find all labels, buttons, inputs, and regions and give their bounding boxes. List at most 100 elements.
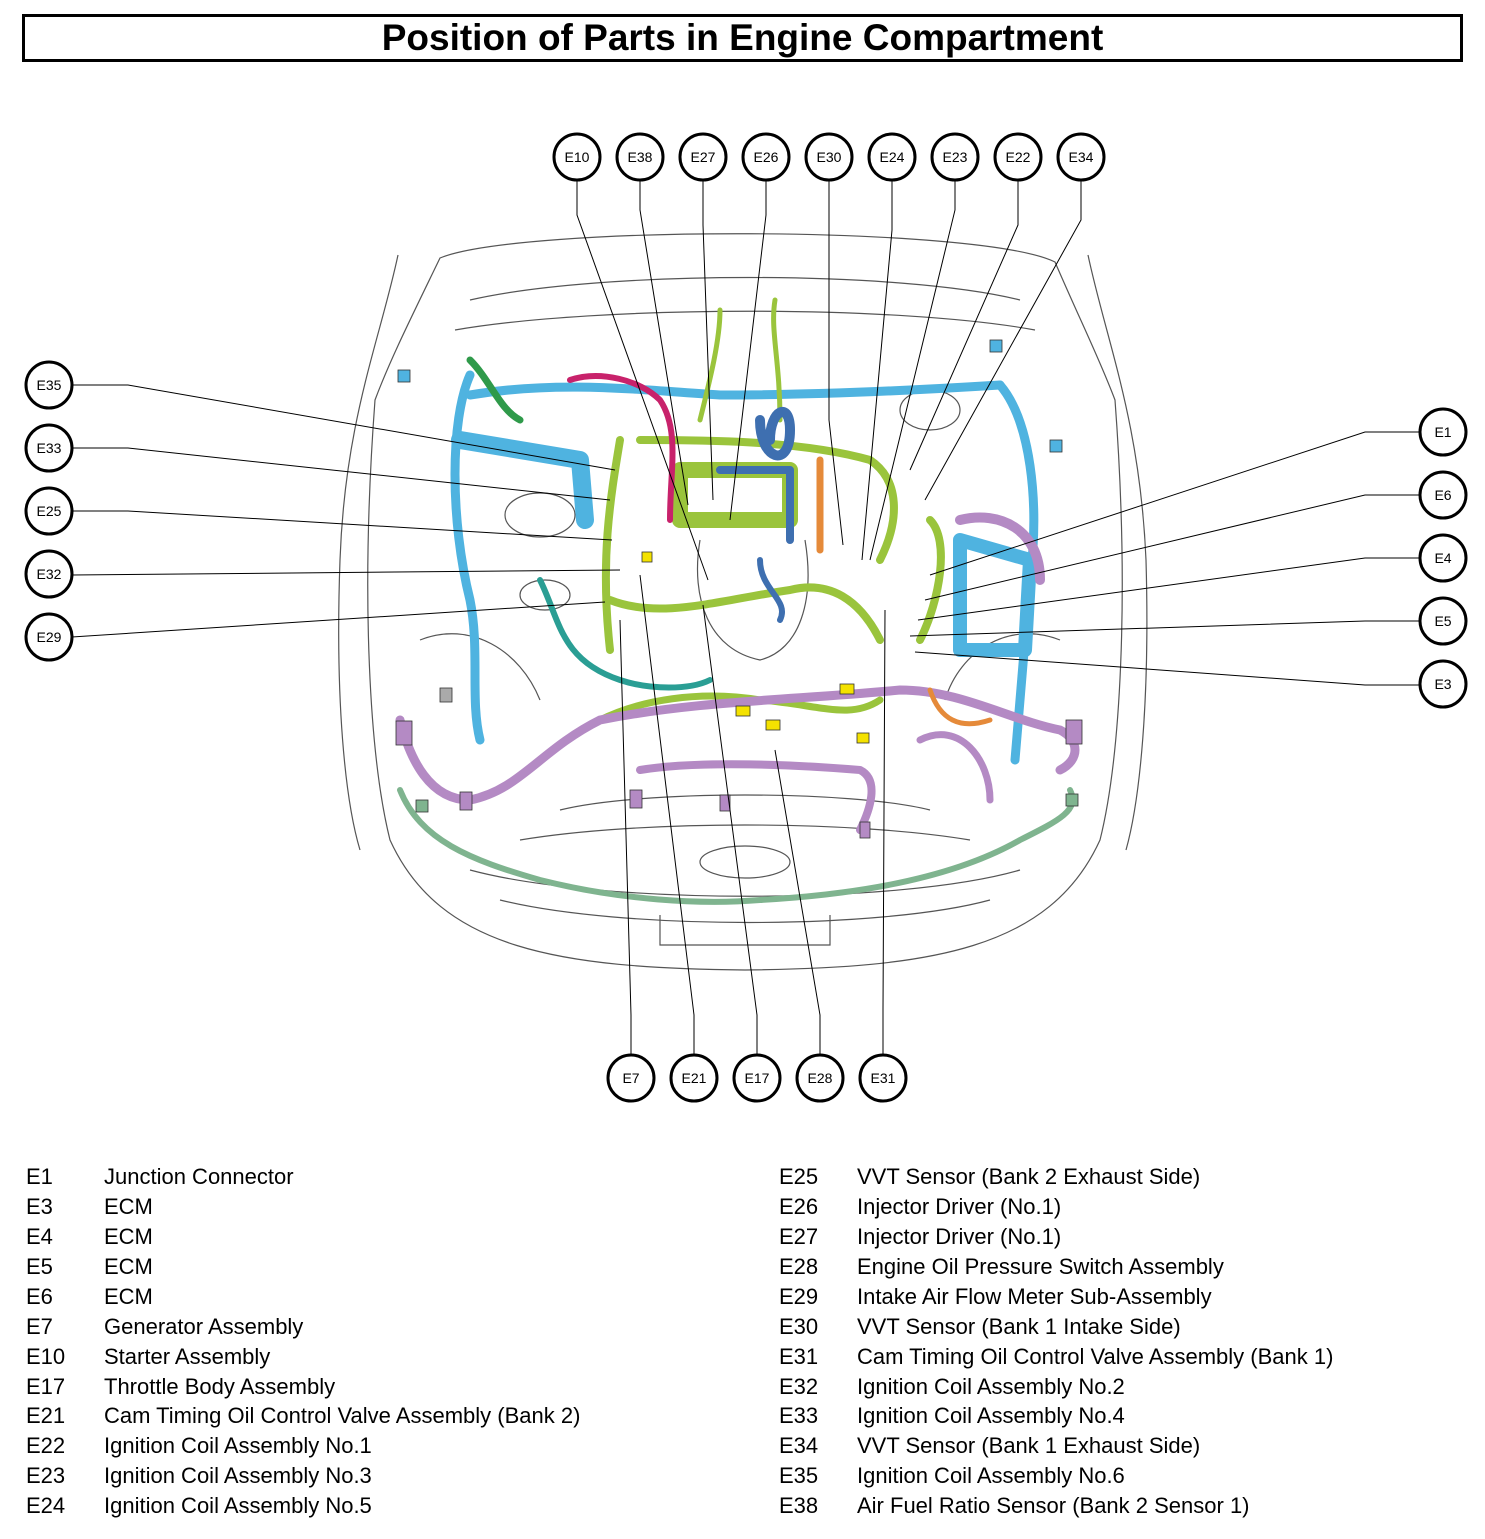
legend-code: E34	[779, 1433, 819, 1459]
callout-label: E29	[37, 629, 62, 645]
callout-label: E33	[37, 440, 62, 456]
legend-row: E28 Engine Oil Pressure Switch Assembly	[779, 1252, 1333, 1282]
legend-code: E1	[26, 1163, 53, 1189]
legend-part-name: Ignition Coil Assembly No.5	[104, 1493, 372, 1519]
legend-part-name: Injector Driver (No.1)	[857, 1193, 1062, 1219]
callout-circle	[1418, 596, 1468, 646]
legend-code: E33	[779, 1403, 819, 1429]
legend-part-name: Cam Timing Oil Control Valve Assembly (B…	[857, 1343, 1334, 1369]
legend-code: E21	[26, 1403, 66, 1429]
page-title: Position of Parts in Engine Compartment	[381, 17, 1104, 58]
callout-circle	[606, 1053, 656, 1103]
callout-e38: E38	[615, 132, 665, 182]
legend-part-name: VVT Sensor (Bank 1 Intake Side)	[857, 1313, 1181, 1339]
callout-e31: E31	[858, 1053, 908, 1103]
callout-circle	[24, 612, 74, 662]
legend-part-name: Starter Assembly	[104, 1343, 271, 1369]
callout-circle	[669, 1053, 719, 1103]
callout-label: E28	[808, 1070, 833, 1086]
legend-part-name: Engine Oil Pressure Switch Assembly	[857, 1253, 1224, 1279]
callout-label: E30	[817, 149, 842, 165]
legend-code: E38	[779, 1493, 819, 1519]
callout-circle	[741, 132, 791, 182]
callout-e25: E25	[24, 486, 74, 536]
callout-e30: E30	[804, 132, 854, 182]
leader-lines	[71, 180, 1420, 1055]
callout-e4: E4	[1418, 533, 1468, 583]
legend-part-name: ECM	[104, 1253, 153, 1279]
legend-code: E32	[779, 1373, 819, 1399]
legend-part-name: Air Fuel Ratio Sensor (Bank 2 Sensor 1)	[857, 1493, 1250, 1519]
legend-row: E5 ECM	[26, 1252, 580, 1282]
callout-label: E7	[622, 1070, 639, 1086]
callout-e22: E22	[993, 132, 1043, 182]
callout-circle	[795, 1053, 845, 1103]
callout-label: E31	[871, 1070, 896, 1086]
callout-circle	[1418, 470, 1468, 520]
callout-circle	[930, 132, 980, 182]
callout-e10: E10	[552, 132, 602, 182]
legend-part-name: Intake Air Flow Meter Sub-Assembly	[857, 1283, 1212, 1309]
legend-code: E23	[26, 1463, 66, 1489]
legend-code: E5	[26, 1253, 53, 1279]
callout-label: E22	[1006, 149, 1031, 165]
callout-label: E34	[1069, 149, 1094, 165]
callout-label: E32	[37, 566, 62, 582]
callout-label: E24	[880, 149, 905, 165]
callout-e17: E17	[732, 1053, 782, 1103]
legend-code: E6	[26, 1283, 53, 1309]
vehicle-body-outline	[338, 233, 1148, 971]
legend-part-name: Ignition Coil Assembly No.2	[857, 1373, 1125, 1399]
callout-circle	[24, 549, 74, 599]
legend-code: E28	[779, 1253, 819, 1279]
callout-e35: E35	[24, 360, 74, 410]
wire-harness	[395, 297, 1080, 905]
title-box: Position of Parts in Engine Compartment	[22, 14, 1463, 62]
legend-code: E17	[26, 1373, 66, 1399]
callout-label: E5	[1434, 613, 1451, 629]
callout-label: E23	[943, 149, 968, 165]
legend-code: E26	[779, 1193, 819, 1219]
callout-e5: E5	[1418, 596, 1468, 646]
legend-code: E22	[26, 1433, 66, 1459]
callout-e21: E21	[669, 1053, 719, 1103]
legend-row: E26 Injector Driver (No.1)	[779, 1192, 1333, 1222]
callout-e3: E3	[1418, 659, 1468, 709]
callout-circle	[1418, 533, 1468, 583]
callout-e32: E32	[24, 549, 74, 599]
legend-part-name: Ignition Coil Assembly No.1	[104, 1433, 372, 1459]
legend-part-name: Cam Timing Oil Control Valve Assembly (B…	[104, 1403, 581, 1429]
callout-circle	[552, 132, 602, 182]
callout-e34: E34	[1056, 132, 1106, 182]
callout-e33: E33	[24, 423, 74, 473]
callout-label: E17	[745, 1070, 770, 1086]
legend-code: E4	[26, 1223, 53, 1249]
callout-e1: E1	[1418, 407, 1468, 457]
legend-part-name: ECM	[104, 1283, 153, 1309]
legend-row: E32 Ignition Coil Assembly No.2	[779, 1372, 1333, 1402]
legend-code: E7	[26, 1313, 53, 1339]
callout-e29: E29	[24, 612, 74, 662]
callout-circle	[615, 132, 665, 182]
callout-label: E1	[1434, 424, 1451, 440]
callout-circle	[1418, 659, 1468, 709]
callout-e23: E23	[930, 132, 980, 182]
legend-code: E3	[26, 1193, 53, 1219]
callout-circle	[24, 360, 74, 410]
legend-part-name: ECM	[104, 1193, 153, 1219]
legend-code: E29	[779, 1283, 819, 1309]
callout-e7: E7	[606, 1053, 656, 1103]
legend-code: E25	[779, 1163, 819, 1189]
callout-circle	[24, 423, 74, 473]
legend-row: E38 Air Fuel Ratio Sensor (Bank 2 Sensor …	[779, 1491, 1333, 1521]
